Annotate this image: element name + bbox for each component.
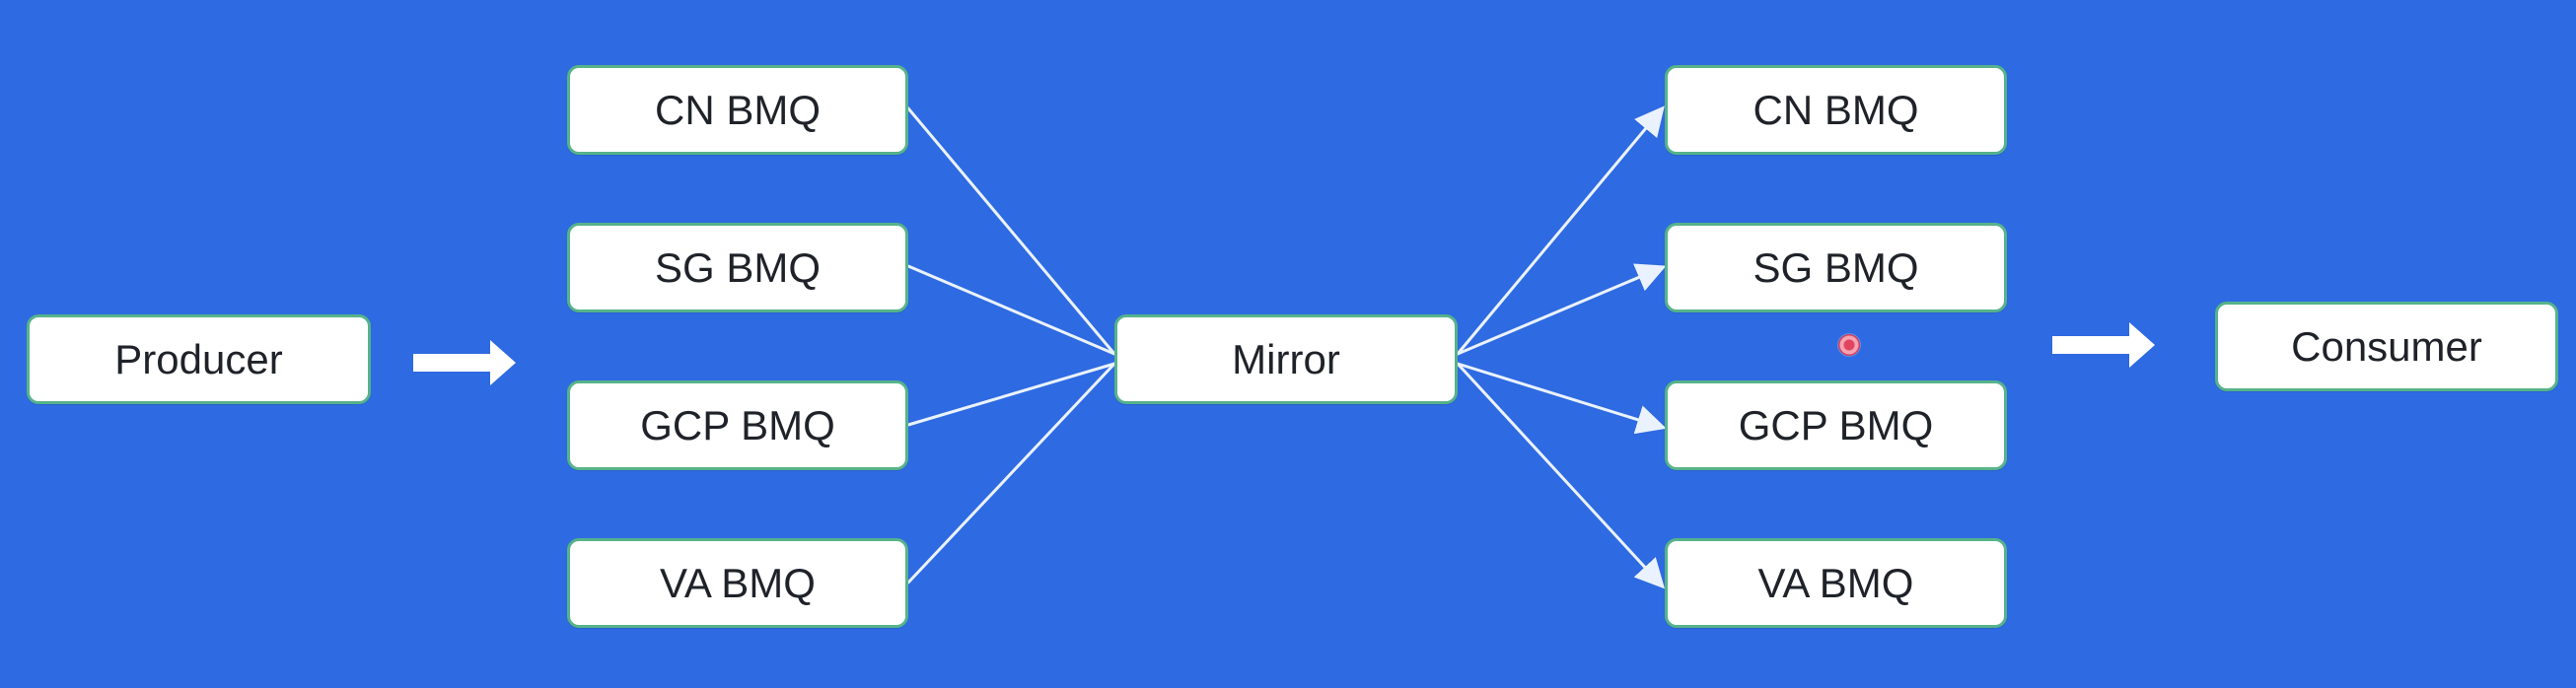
left-cn-bmq-label: CN BMQ xyxy=(655,86,821,133)
right-gcp-bmq-node: GCP BMQ xyxy=(1665,380,2007,470)
connector-left-cn-to-mirror xyxy=(906,106,1116,356)
connector-left-gcp-to-mirror xyxy=(906,362,1116,427)
left-sg-bmq-label: SG BMQ xyxy=(654,243,822,291)
left-va-bmq-node: VA BMQ xyxy=(567,538,908,628)
consumer-flow-arrow xyxy=(2052,322,2155,368)
left-gcp-bmq-label: GCP BMQ xyxy=(640,401,835,448)
right-cn-bmq-node: CN BMQ xyxy=(1665,65,2007,155)
left-cn-bmq-node: CN BMQ xyxy=(567,65,908,155)
left-va-bmq-label: VA BMQ xyxy=(660,559,816,606)
cursor-dot-icon xyxy=(1838,334,1860,356)
consumer-node: Consumer xyxy=(2215,302,2558,391)
consumer-label: Consumer xyxy=(2291,322,2482,370)
connector-left-sg-to-mirror xyxy=(906,264,1116,356)
left-gcp-bmq-node: GCP BMQ xyxy=(567,380,908,470)
left-sg-bmq-node: SG BMQ xyxy=(567,223,908,312)
producer-label: Producer xyxy=(114,335,283,382)
right-va-bmq-label: VA BMQ xyxy=(1757,559,1914,606)
connector-left-va-to-mirror xyxy=(906,362,1116,585)
right-sg-bmq-node: SG BMQ xyxy=(1665,223,2007,312)
right-va-bmq-node: VA BMQ xyxy=(1665,538,2007,628)
connector-mirror-to-right-va xyxy=(1456,362,1666,589)
producer-node: Producer xyxy=(27,314,371,404)
producer-flow-arrow xyxy=(413,340,516,385)
mirror-node: Mirror xyxy=(1114,314,1458,404)
right-cn-bmq-label: CN BMQ xyxy=(1753,86,1919,133)
right-sg-bmq-label: SG BMQ xyxy=(1753,243,1919,291)
connector-mirror-to-right-sg xyxy=(1456,263,1667,356)
right-gcp-bmq-label: GCP BMQ xyxy=(1738,401,1934,448)
mirror-label: Mirror xyxy=(1232,335,1340,382)
connector-mirror-to-right-cn xyxy=(1456,105,1665,356)
connector-mirror-to-right-gcp xyxy=(1456,362,1667,435)
